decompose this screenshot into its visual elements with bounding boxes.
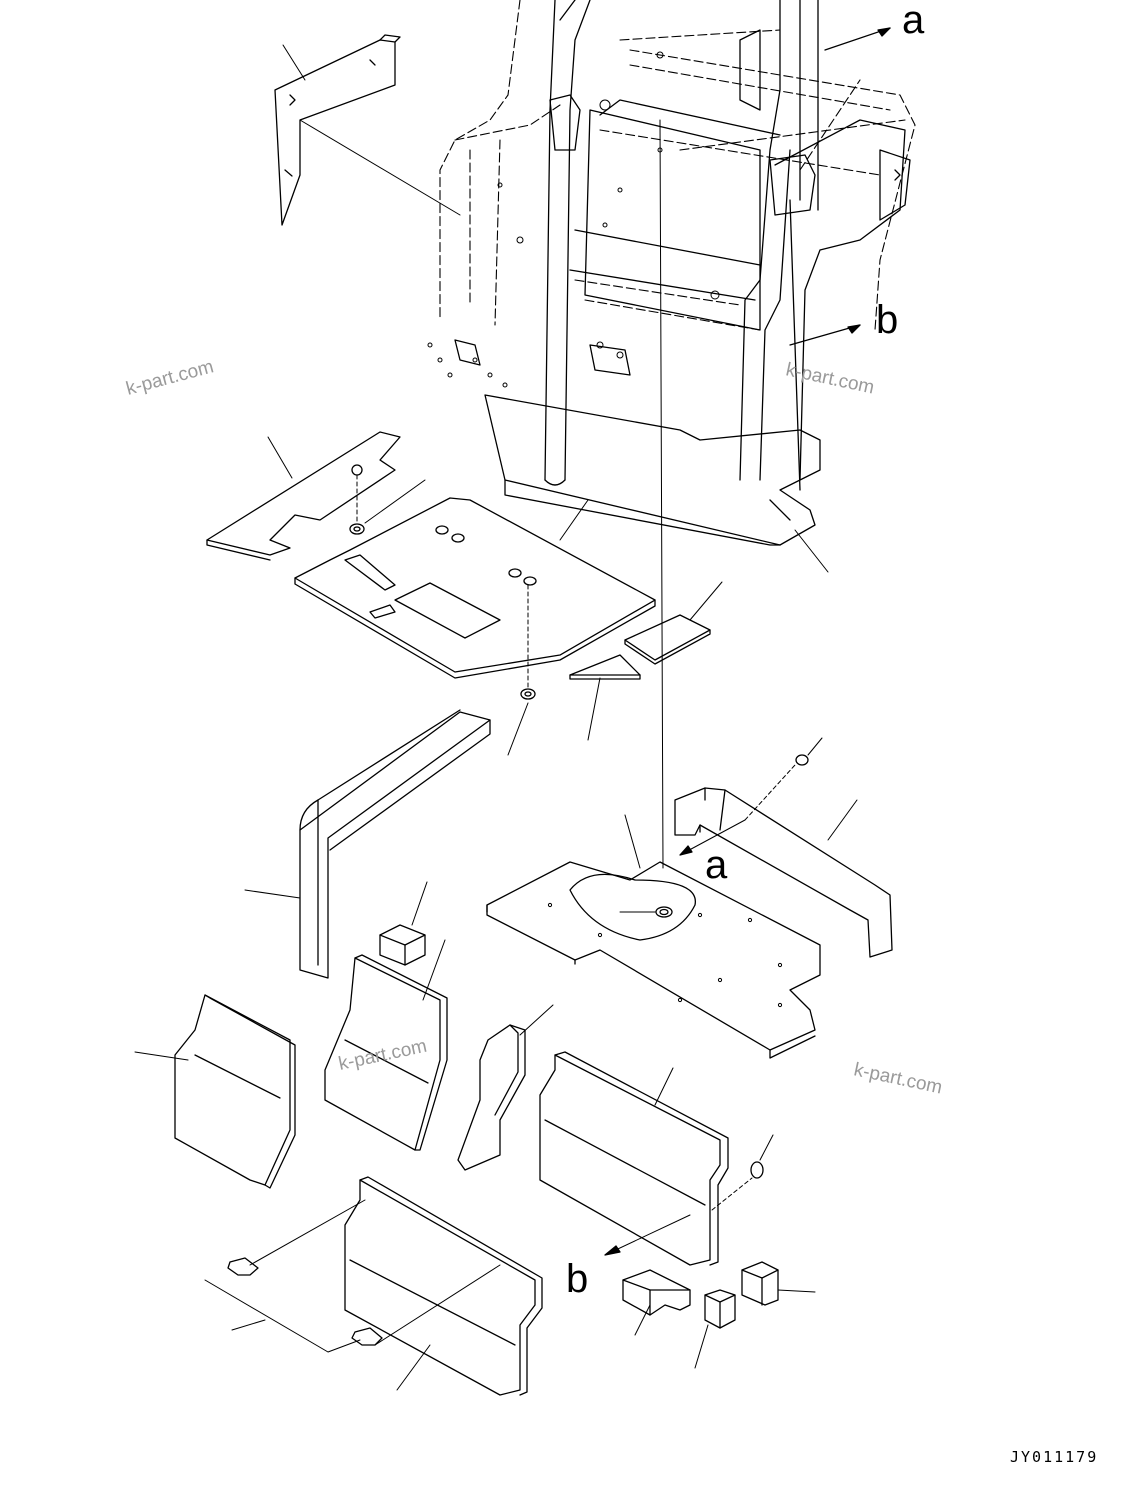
- small-block-cube: [694, 1289, 736, 1369]
- center-line: [659, 119, 664, 869]
- side-cushion-left: [134, 994, 296, 1189]
- callout-a-top: a: [902, 0, 925, 42]
- rear-cushion-lower: [344, 1176, 543, 1396]
- u-bracket: [674, 737, 893, 958]
- seat-mount-plate: [486, 814, 821, 1059]
- rear-trim-piece: [274, 34, 461, 226]
- drawing-number: JY011179: [1010, 1448, 1098, 1466]
- leader-line: [794, 529, 829, 573]
- watermark-2: k-part.com: [784, 359, 876, 398]
- floor-mat-strip: [206, 431, 401, 561]
- watermark-4: k-part.com: [852, 1059, 944, 1098]
- rear-cushion-upper: [539, 1051, 774, 1266]
- small-block-lower: [622, 1269, 691, 1336]
- small-block-right: [741, 1261, 816, 1306]
- clip-pair: [204, 1199, 501, 1353]
- small-block: [379, 881, 428, 966]
- watermark-3: k-part.com: [337, 1036, 429, 1075]
- cab-frame-assembly: [427, 0, 916, 546]
- grommet: [349, 474, 536, 756]
- callout-b-bottom: b: [566, 1257, 588, 1301]
- callout-b-top: b: [876, 298, 898, 342]
- callout-a-bottom: a: [705, 843, 728, 887]
- side-trim-bar: [244, 709, 491, 979]
- corner-trim-piece: [457, 1004, 554, 1171]
- watermark-1: k-part.com: [124, 356, 216, 400]
- side-cushion-center: [324, 939, 448, 1151]
- small-pad-square: [624, 581, 723, 665]
- main-floor-mat: [294, 497, 656, 679]
- small-pad-triangle: [569, 654, 641, 741]
